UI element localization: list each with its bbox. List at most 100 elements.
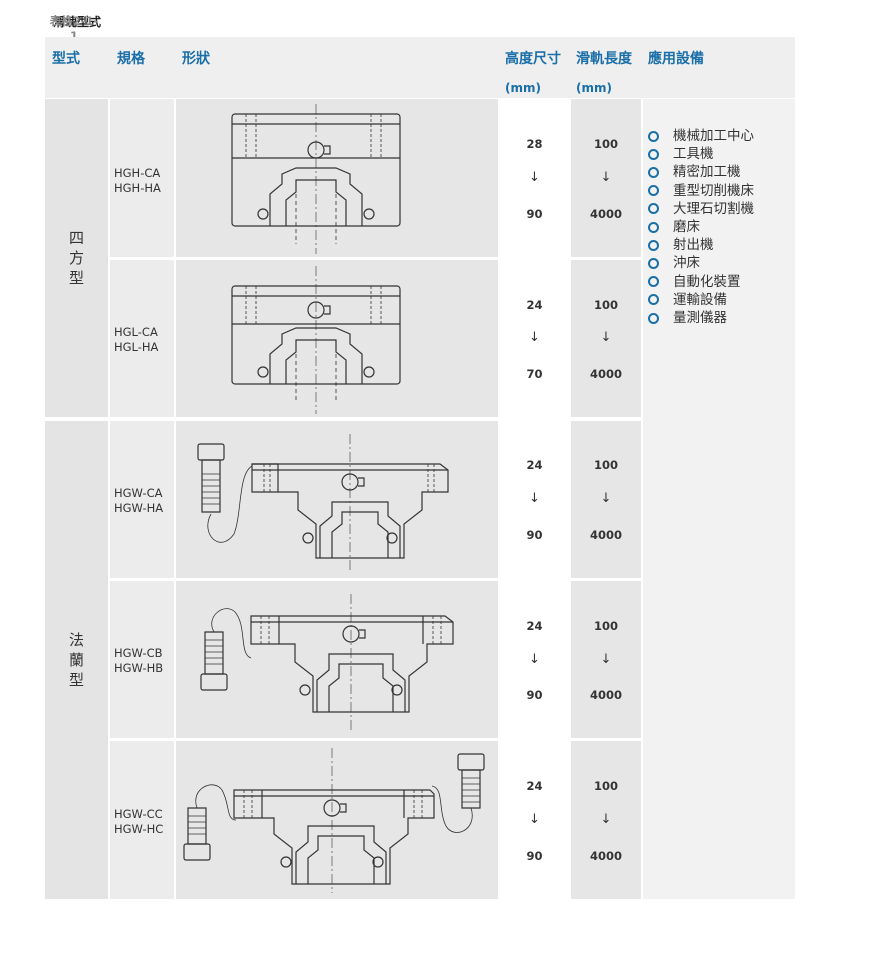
application-item: 運輸設備 xyxy=(648,291,754,309)
application-item: 機械加工中心 xyxy=(648,127,754,145)
application-label: 量測儀器 xyxy=(673,310,727,327)
shape-cell xyxy=(176,741,498,899)
shape-cell xyxy=(176,99,498,257)
height-cell xyxy=(500,421,569,578)
rail-cell xyxy=(571,741,641,899)
circle-bullet-icon xyxy=(648,258,659,270)
height-max: 90 xyxy=(526,528,543,542)
arrow-down: ↓ xyxy=(600,652,612,667)
group-label-flange: 法蘭型 xyxy=(45,421,108,899)
height-max: 90 xyxy=(526,688,543,702)
shape-cell xyxy=(176,421,498,578)
block-drawing-hgh xyxy=(226,104,406,254)
height-cell xyxy=(500,260,569,417)
grease-nipple xyxy=(324,800,340,816)
arrow-down: ↓ xyxy=(529,652,540,667)
header-spec: 規格 xyxy=(117,51,145,67)
bolt-shank xyxy=(205,632,223,674)
arrow-down: ↓ xyxy=(529,812,540,827)
circle-bullet-icon xyxy=(648,203,659,215)
block-drawing-hgw-cb xyxy=(195,594,460,732)
height-cell xyxy=(500,99,569,257)
arrow-down: ↓ xyxy=(600,170,612,185)
spec-cell xyxy=(110,581,174,738)
header-app: 應用設備 xyxy=(648,51,704,67)
header-rail: 滑軌長度 xyxy=(576,51,632,67)
bolt-head xyxy=(458,754,484,770)
circle-bullet-icon xyxy=(648,221,659,233)
circle-bullet-icon xyxy=(648,312,659,324)
circle-bullet-icon xyxy=(648,130,659,142)
rail-max: 4000 xyxy=(589,688,622,702)
application-label: 精密加工機 xyxy=(673,164,741,181)
application-label: 射出機 xyxy=(673,237,714,254)
bolt-head xyxy=(184,844,210,860)
application-label: 大理石切割機 xyxy=(673,200,754,217)
header-height-unit: (mm) xyxy=(505,81,541,95)
rail-min: 100 xyxy=(593,779,618,793)
application-label: 磨床 xyxy=(673,219,700,236)
arrow-down: ↓ xyxy=(600,330,612,345)
header-shape: 形狀 xyxy=(182,51,210,67)
application-list: 機械加工中心工具機精密加工機重型切削機床大理石切割機磨床射出機沖床自動化裝置運輸… xyxy=(648,127,754,327)
application-label: 沖床 xyxy=(673,255,700,272)
height-max: 90 xyxy=(526,849,543,863)
rail-min: 100 xyxy=(593,137,618,151)
application-item: 量測儀器 xyxy=(648,309,754,327)
application-label: 自動化裝置 xyxy=(673,273,741,290)
bolt-head xyxy=(198,444,224,460)
block-drawing-hgw-ca xyxy=(190,434,460,572)
group-label-square: 四方型 xyxy=(45,99,108,417)
circle-bullet-icon xyxy=(648,239,659,251)
group-label-char: 四 xyxy=(68,229,84,247)
grease-nipple xyxy=(342,474,358,490)
arrow-down: ↓ xyxy=(600,491,612,506)
height-min: 24 xyxy=(526,779,543,793)
application-item: 工具機 xyxy=(648,145,754,163)
rail-min: 100 xyxy=(593,298,618,312)
rail-max: 4000 xyxy=(589,367,622,381)
application-label: 機械加工中心 xyxy=(673,128,754,144)
table-number: 表格2-1-1 xyxy=(49,14,99,43)
arrow-down: ↓ xyxy=(600,812,612,827)
rail-min: 100 xyxy=(593,458,618,472)
application-item: 射出機 xyxy=(648,236,754,254)
group-cell-square xyxy=(45,99,108,417)
application-item: 大理石切割機 xyxy=(648,200,754,218)
rail-max: 4000 xyxy=(589,207,622,221)
group-cell-flange xyxy=(45,421,108,899)
height-cell xyxy=(500,741,569,899)
rail-max: 4000 xyxy=(589,528,622,542)
application-item: 精密加工機 xyxy=(648,163,754,181)
spec-cell xyxy=(110,421,174,578)
grease-nipple xyxy=(343,626,359,642)
header-type: 型式 xyxy=(52,51,80,67)
application-item: 沖床 xyxy=(648,254,754,272)
arrow-down: ↓ xyxy=(529,170,540,185)
height-max: 70 xyxy=(526,367,543,381)
height-max: 90 xyxy=(526,207,543,221)
group-label-char: 型 xyxy=(68,269,84,287)
application-label: 工具機 xyxy=(673,146,714,163)
rail-cell xyxy=(571,581,641,738)
table-header: 型式 規格 形狀 高度尺寸 (mm) 滑軌長度 (mm) 應用設備 xyxy=(45,37,795,98)
spec-cell xyxy=(110,741,174,899)
rail-max: 4000 xyxy=(589,849,622,863)
grease-nipple xyxy=(308,302,324,318)
group-label-char: 法 xyxy=(68,631,84,649)
bolt-head xyxy=(201,674,227,690)
height-min: 28 xyxy=(526,137,543,151)
rail-cell xyxy=(571,99,641,257)
height-min: 24 xyxy=(526,298,543,312)
header-rail-unit: (mm) xyxy=(576,81,612,95)
grease-nipple xyxy=(308,142,324,158)
group-label-char: 方 xyxy=(68,249,84,267)
rail-min: 100 xyxy=(593,619,618,633)
block-drawing-hgl xyxy=(226,266,406,414)
arrow-down: ↓ xyxy=(529,491,540,506)
rail-cell xyxy=(571,421,641,578)
spec-cell xyxy=(110,260,174,417)
